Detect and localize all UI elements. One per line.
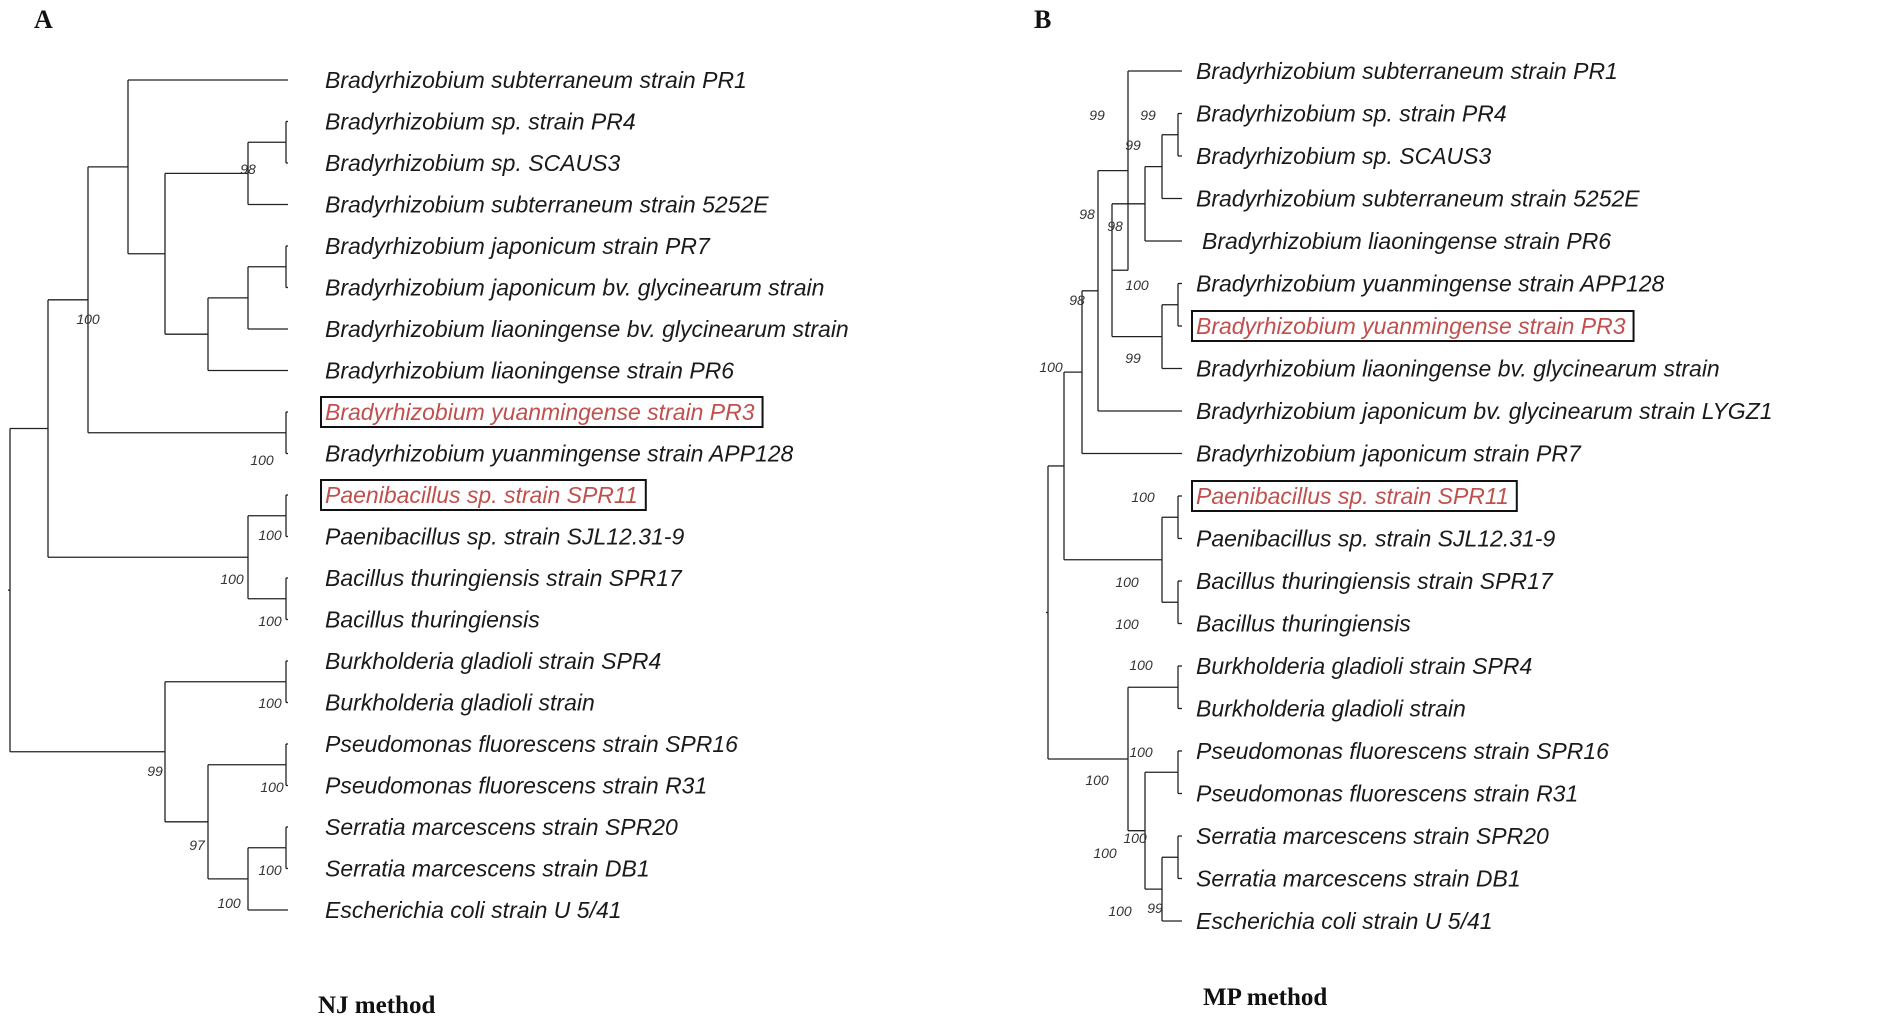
leaf-label: Bradyrhizobium subterraneum strain 5252E [325,192,769,218]
leaf-label: Bradyrhizobium subterraneum strain PR1 [325,67,747,93]
leaf-label: Burkholderia gladioli strain SPR4 [1196,653,1532,679]
leaf-label: Bradyrhizobium liaoningense strain PR6 [1202,228,1611,254]
support-value: 100 [1115,616,1139,632]
leaf-label: Bacillus thuringiensis strain SPR17 [325,565,683,591]
support-value: 98 [240,161,256,177]
leaf-label: Bradyrhizobium subterraneum strain PR1 [1196,58,1618,84]
highlight-box [320,479,647,511]
support-value: 100 [1123,830,1147,846]
support-value: 100 [260,779,284,795]
support-value: 99 [1140,107,1156,123]
leaf-label: Bradyrhizobium japonicum strain PR7 [1196,441,1582,467]
leaf-label: Bacillus thuringiensis [1196,611,1411,637]
leaf-label: Escherichia coli strain U 5/41 [1196,908,1493,934]
highlight-box [320,396,764,428]
leaf-label: Pseudomonas fluorescens strain SPR16 [1196,738,1609,764]
nj-tree-support-values: 98 100 100 100 100 100 100 99 100 97 100 100 [76,161,284,911]
highlight-box [1191,480,1518,512]
support-value: 100 [250,452,274,468]
leaf-label: Bradyrhizobium liaoningense bv. glycinea… [1196,356,1720,382]
leaf-label: Bradyrhizobium yuanmingense strain PR3 [325,399,755,425]
panel-a-letter: A [34,5,53,34]
leaf-label: Bradyrhizobium yuanmingense strain APP12… [325,441,794,467]
leaf-label: Burkholderia gladioli strain SPR4 [325,648,661,674]
leaf-label: Bradyrhizobium liaoningense strain PR6 [325,358,734,384]
support-value: 100 [1093,845,1117,861]
support-value: 97 [189,837,206,853]
nj-tree: Bradyrhizobium subterraneum strain PR1Br… [8,67,849,923]
mp-tree-branches [1046,70,1182,922]
support-value: 100 [1039,359,1063,375]
support-value: 99 [1089,107,1105,123]
mp-tree-highlight-boxes [1191,310,1635,512]
leaf-label: Serratia marcescens strain DB1 [325,856,650,882]
leaf-label: Serratia marcescens strain SPR20 [1196,823,1549,849]
leaf-label: Pseudomonas fluorescens strain R31 [325,773,707,799]
nj-tree-highlight-boxes [320,396,764,511]
leaf-label: Bradyrhizobium japonicum strain PR7 [325,233,711,259]
support-value: 100 [220,571,244,587]
leaf-label: Pseudomonas fluorescens strain SPR16 [325,731,738,757]
support-value: 99 [1125,137,1141,153]
support-value: 98 [1107,218,1123,234]
leaf-label: Escherichia coli strain U 5/41 [325,897,622,923]
leaf-label: Bradyrhizobium yuanmingense strain APP12… [1196,271,1665,297]
mp-tree-leaf-labels: Bradyrhizobium subterraneum strain PR1Br… [1196,58,1773,934]
leaf-label: Burkholderia gladioli strain [325,690,595,716]
support-value: 100 [1108,903,1132,919]
leaf-label: Bradyrhizobium liaoningense bv. glycinea… [325,316,849,342]
leaf-label: Bradyrhizobium sp. SCAUS3 [1196,143,1491,169]
leaf-label: Paenibacillus sp. strain SPR11 [325,482,638,508]
leaf-label: Bradyrhizobium sp. strain PR4 [325,109,636,135]
leaf-label: Bradyrhizobium sp. SCAUS3 [325,150,620,176]
nj-tree-leaf-labels: Bradyrhizobium subterraneum strain PR1Br… [325,67,849,923]
leaf-label: Bacillus thuringiensis strain SPR17 [1196,568,1554,594]
leaf-label: Serratia marcescens strain SPR20 [325,814,678,840]
support-value: 100 [258,613,282,629]
support-value: 98 [1069,292,1085,308]
support-value: 99 [1147,900,1163,916]
nj-tree-branches [8,79,288,911]
support-value: 99 [1125,350,1141,366]
mp-tree-support-values: 99 99 99 98 98 98 100 99 100 100 100 100 100 100 100 10… [1039,107,1163,919]
leaf-label: Bradyrhizobium japonicum bv. glycinearum… [325,275,824,301]
highlight-box [1191,310,1635,342]
support-value: 100 [1129,744,1153,760]
support-value: 100 [258,862,282,878]
leaf-label: Bradyrhizobium japonicum bv. glycinearum… [1196,398,1773,424]
support-value: 100 [1085,772,1109,788]
leaf-label: Burkholderia gladioli strain [1196,696,1466,722]
leaf-label: Paenibacillus sp. strain SJL12.31-9 [1196,526,1555,552]
support-value: 100 [258,695,282,711]
leaf-label: Bradyrhizobium sp. strain PR4 [1196,101,1507,127]
leaf-label: Paenibacillus sp. strain SPR11 [1196,483,1509,509]
leaf-label: Paenibacillus sp. strain SJL12.31-9 [325,524,684,550]
support-value: 98 [1079,206,1095,222]
leaf-label: Bacillus thuringiensis [325,607,540,633]
support-value: 100 [1129,657,1153,673]
support-value: 100 [258,527,282,543]
support-value: 100 [76,311,100,327]
support-value: 100 [1131,489,1155,505]
support-value: 100 [1125,277,1149,293]
support-value: 100 [1115,574,1139,590]
panel-a-caption: NJ method [318,992,435,1019]
leaf-label: Bradyrhizobium yuanmingense strain PR3 [1196,313,1626,339]
panel-b-letter: B [1034,5,1051,34]
leaf-label: Serratia marcescens strain DB1 [1196,866,1521,892]
support-value: 100 [217,895,241,911]
panel-b-caption: MP method [1203,984,1327,1011]
support-value: 99 [147,763,163,779]
leaf-label: Pseudomonas fluorescens strain R31 [1196,781,1578,807]
mp-tree: Bradyrhizobium subterraneum strain PR1Br… [1039,58,1772,934]
leaf-label: Bradyrhizobium subterraneum strain 5252E [1196,186,1640,212]
